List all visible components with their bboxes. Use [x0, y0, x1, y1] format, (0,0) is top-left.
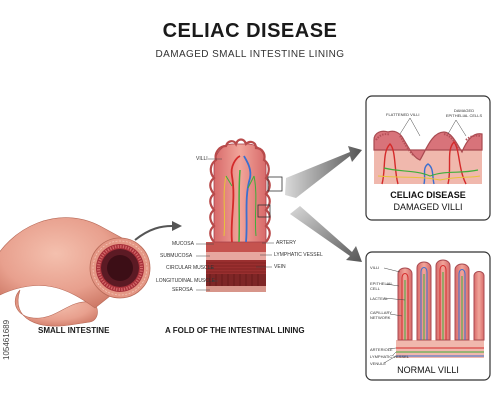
normal-label-lymphatic-vessel: LYMPHATIC VESSEL	[370, 354, 409, 359]
page-subtitle: DAMAGED SMALL INTESTINE LINING	[155, 49, 345, 60]
label-submucosa: SUBMUCOSA	[160, 253, 193, 259]
damaged-caption-line1: CELIAC DISEASE	[390, 190, 466, 200]
label-villi: VILLI	[196, 156, 208, 162]
normal-caption: NORMAL VILLI	[397, 365, 459, 375]
page-title: CELIAC DISEASE	[162, 20, 338, 42]
caption-small-intestine: SMALL INTESTINE	[38, 326, 110, 335]
label-artery: ARTERY	[276, 240, 297, 246]
normal-label-lacteal: LACTEAL	[370, 296, 388, 301]
label-damaged-epithelial-cells: DAMAGED EPITHELIAL CELLS	[445, 108, 483, 118]
label-serosa: SEROSA	[172, 287, 193, 293]
damaged-caption-line2: DAMAGED VILLI	[393, 202, 463, 212]
label-circular-muscle: CIRCULAR MUSCLE	[166, 265, 214, 271]
normal-label-arteriole: ARTERIOLE	[370, 347, 393, 352]
arrow-to-normal-panel	[290, 206, 362, 262]
stock-id-watermark: 105461689	[2, 319, 11, 360]
label-mucosa: MUCOSA	[172, 241, 194, 247]
arrow-to-damaged-panel	[285, 146, 362, 198]
normal-villi-panel	[365, 251, 491, 381]
label-vein: VEIN	[274, 264, 286, 270]
normal-label-villi: VILLI	[370, 265, 380, 270]
arrow-to-fold	[134, 225, 173, 241]
label-lymphatic-vessel: LYMPHATIC VESSEL	[274, 252, 323, 258]
normal-label-epithelial-cell: EPITHELIAL CELL	[370, 281, 393, 291]
fold-leader-lines	[196, 158, 274, 291]
label-longitudinal-muscle: LONGITUDINAL MUSCLE	[156, 278, 215, 284]
damaged-villi-panel	[365, 95, 491, 221]
normal-label-capillary-network: CAPILLARY NETWORK	[370, 310, 392, 320]
small-intestine-illustration	[0, 217, 151, 327]
normal-label-venule: VENULE	[370, 361, 387, 366]
label-flattened-villi: FLATTENED VILLI	[386, 112, 420, 117]
intestinal-fold-illustration	[206, 138, 283, 292]
caption-fold: A FOLD OF THE INTESTINAL LINING	[165, 326, 305, 335]
